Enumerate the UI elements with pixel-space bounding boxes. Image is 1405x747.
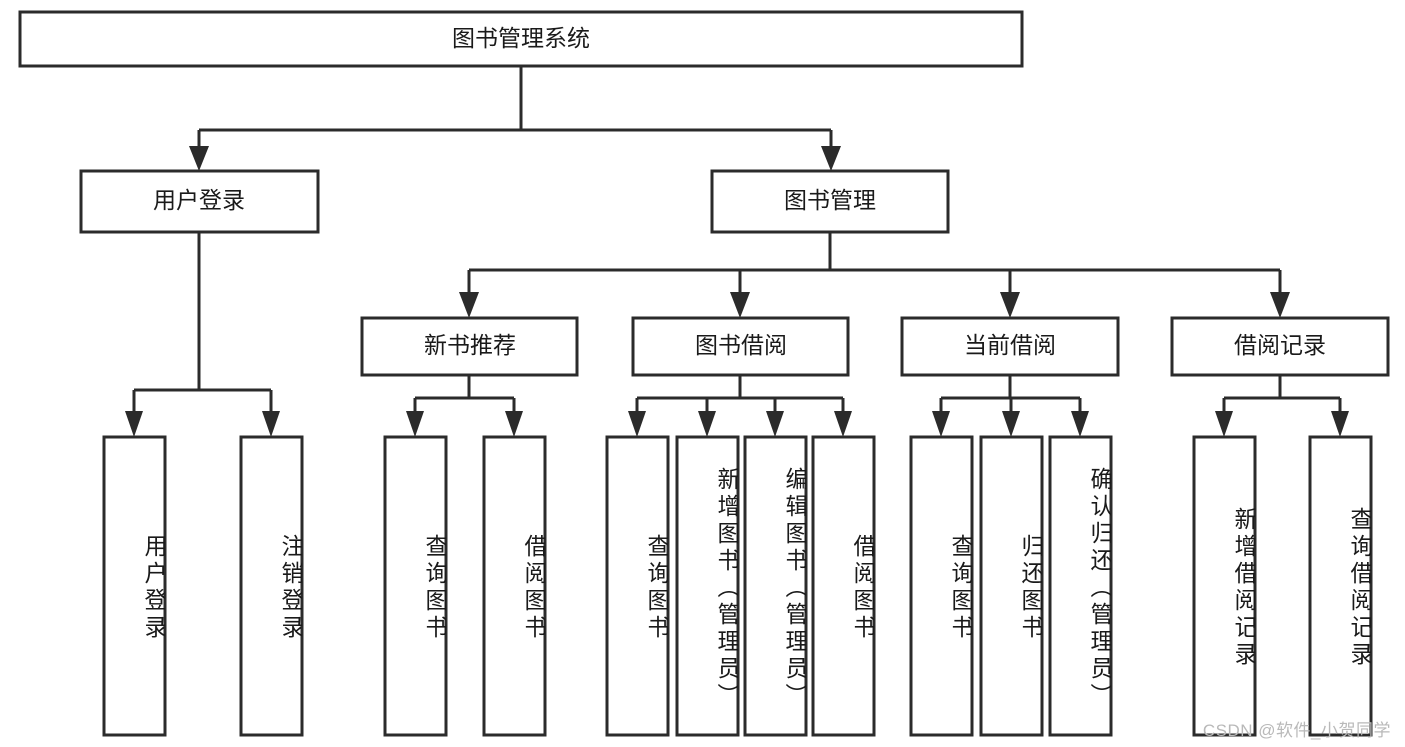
node-root-label: 图书管理系统 [452, 25, 590, 51]
connector-bookmanage-to-level3 [459, 232, 1290, 318]
node-leaf-confirm-return-label: 确认归还（管理员） [1087, 466, 1111, 710]
node-leaf-user-login[interactable]: 用户登录 [102, 435, 167, 737]
node-leaf-borrow-book-rec-label: 借阅图书 [521, 534, 545, 642]
node-leaf-logout-label: 注销登录 [278, 534, 302, 642]
node-leaf-query-record-label: 查询借阅记录 [1347, 507, 1371, 669]
arrow-head-icon [932, 411, 950, 437]
node-book-borrow-label: 图书借阅 [695, 332, 787, 358]
arrow-head-icon [766, 411, 784, 437]
connector-root-to-level2 [189, 66, 841, 171]
node-leaf-borrow-book-rec[interactable]: 借阅图书 [482, 435, 547, 737]
arrow-head-icon [730, 292, 750, 318]
node-leaf-query-record-box [1308, 435, 1373, 737]
node-leaf-query-book-rec-box [383, 435, 448, 737]
node-leaf-borrow-book-rec-box [482, 435, 547, 737]
arrow-head-icon [1071, 411, 1089, 437]
arrow-head-icon [821, 146, 841, 171]
connector-recommend-to-leaves [406, 375, 523, 437]
connector-record-to-leaves [1215, 375, 1349, 437]
node-current-borrow-label: 当前借阅 [964, 332, 1056, 358]
csdn-watermark: CSDN @软件_小贺同学 [1202, 721, 1391, 740]
node-current-borrow-box [900, 316, 1120, 377]
node-leaf-add-record-box [1192, 435, 1257, 737]
arrow-head-icon [1270, 292, 1290, 318]
connector-borrow-to-leaves [628, 375, 852, 437]
node-new-book-recommend-label: 新书推荐 [424, 332, 516, 358]
node-leaf-add-record[interactable]: 新增借阅记录 [1192, 435, 1257, 737]
arrow-head-icon [834, 411, 852, 437]
node-leaf-confirm-return[interactable]: 确认归还（管理员） [1048, 435, 1113, 737]
node-leaf-query-book-rec-label: 查询图书 [422, 534, 446, 642]
node-book-borrow-box [631, 316, 850, 377]
node-leaf-add-book-box [675, 435, 740, 737]
connector-userlogin-to-leaves [125, 232, 280, 437]
node-leaf-add-book-label: 新增图书（管理员） [714, 466, 738, 710]
node-leaf-add-record-label: 新增借阅记录 [1231, 507, 1255, 669]
arrow-head-icon [189, 146, 209, 171]
node-book-manage[interactable]: 图书管理 [710, 169, 950, 234]
node-leaf-query-book-cur[interactable]: 查询图书 [909, 435, 974, 737]
connector-current-to-leaves [932, 375, 1089, 437]
node-new-book-recommend[interactable]: 新书推荐 [360, 316, 579, 377]
arrow-head-icon [1215, 411, 1233, 437]
node-leaf-logout-box [239, 435, 304, 737]
node-borrow-record-box [1170, 316, 1390, 377]
node-leaf-query-book-borrow[interactable]: 查询图书 [605, 435, 670, 737]
node-leaf-query-record[interactable]: 查询借阅记录 [1308, 435, 1373, 737]
node-leaf-edit-book[interactable]: 编辑图书（管理员） [743, 435, 808, 737]
node-leaf-query-book-cur-label: 查询图书 [948, 534, 972, 642]
node-book-borrow[interactable]: 图书借阅 [631, 316, 850, 377]
node-leaf-borrow-book-label: 借阅图书 [850, 534, 874, 642]
arrow-head-icon [628, 411, 646, 437]
arrow-head-icon [1000, 292, 1020, 318]
node-leaf-user-login-box [102, 435, 167, 737]
node-leaf-add-book[interactable]: 新增图书（管理员） [675, 435, 740, 737]
arrow-head-icon [125, 411, 143, 437]
node-leaf-confirm-return-box [1048, 435, 1113, 737]
node-leaf-return-book-label: 归还图书 [1018, 534, 1042, 642]
node-leaf-query-book-borrow-label: 查询图书 [644, 534, 668, 642]
node-leaf-borrow-book[interactable]: 借阅图书 [811, 435, 876, 737]
arrow-head-icon [262, 411, 280, 437]
node-leaf-user-login-label: 用户登录 [141, 534, 165, 642]
node-root-box [18, 10, 1024, 68]
node-leaf-query-book-rec[interactable]: 查询图书 [383, 435, 448, 737]
node-leaf-edit-book-label: 编辑图书（管理员） [782, 466, 806, 710]
node-root[interactable]: 图书管理系统 [18, 10, 1024, 68]
node-book-manage-box [710, 169, 950, 234]
arrow-head-icon [698, 411, 716, 437]
node-leaf-borrow-book-box [811, 435, 876, 737]
node-leaf-edit-book-box [743, 435, 808, 737]
node-borrow-record-label: 借阅记录 [1234, 332, 1326, 358]
arrow-head-icon [505, 411, 523, 437]
node-user-login-label: 用户登录 [153, 187, 245, 213]
arrow-head-icon [459, 292, 479, 318]
node-leaf-return-book-box [979, 435, 1044, 737]
node-book-manage-label: 图书管理 [784, 187, 876, 213]
node-leaf-query-book-cur-box [909, 435, 974, 737]
node-user-login[interactable]: 用户登录 [79, 169, 320, 234]
node-current-borrow[interactable]: 当前借阅 [900, 316, 1120, 377]
node-leaf-query-book-borrow-box [605, 435, 670, 737]
arrow-head-icon [1331, 411, 1349, 437]
arrow-head-icon [406, 411, 424, 437]
arrow-head-icon [1002, 411, 1020, 437]
node-leaf-return-book[interactable]: 归还图书 [979, 435, 1044, 737]
node-leaf-logout[interactable]: 注销登录 [239, 435, 304, 737]
node-new-book-recommend-box [360, 316, 579, 377]
node-borrow-record[interactable]: 借阅记录 [1170, 316, 1390, 377]
node-user-login-box [79, 169, 320, 234]
